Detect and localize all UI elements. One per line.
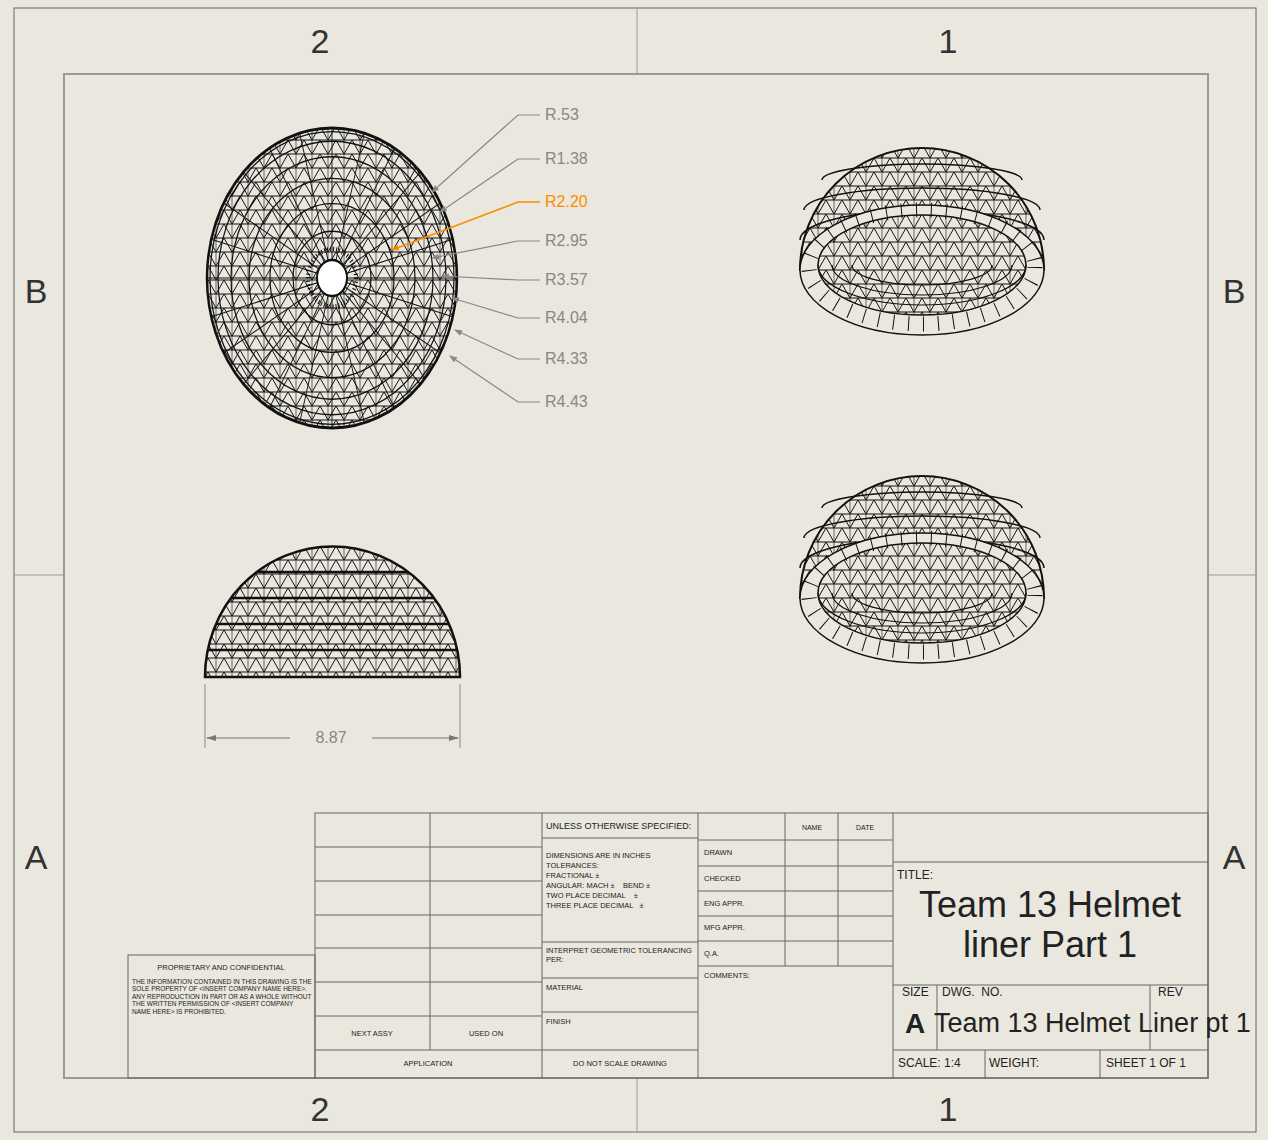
radius-dimension: R4.43 (545, 393, 588, 411)
title-block-field: NAME (802, 824, 822, 832)
title-block-field: FRACTIONAL ± (546, 872, 599, 881)
title-block-field: USED ON (469, 1030, 503, 1039)
zone-marker: 2 (311, 22, 330, 61)
radius-dimension: R.53 (545, 106, 579, 124)
radius-dimension: R4.33 (545, 350, 588, 368)
title-block-field: ANGULAR: MACH ± BEND ± (546, 882, 650, 891)
title-block-field: THREE PLACE DECIMAL ± (546, 902, 644, 911)
title-block-field: NEXT ASSY (351, 1030, 393, 1039)
drawing-title: Team 13 Helmet liner Part 1 (895, 885, 1205, 964)
radius-dimension: R4.04 (545, 309, 588, 327)
zone-marker: 1 (939, 22, 958, 61)
title-block-field: INTERPRET GEOMETRIC TOLERANCING PER: (546, 947, 694, 964)
title-block-field: MATERIAL (546, 984, 583, 993)
zone-marker: A (25, 838, 48, 877)
length-dimension: 8.87 (311, 729, 350, 747)
title-block-field: TWO PLACE DECIMAL ± (546, 892, 638, 901)
title-block-field: SCALE: 1:4 (898, 1057, 961, 1071)
title-block-field: DWG. NO. (942, 986, 1003, 1000)
title-block-field: REV (1158, 986, 1183, 1000)
radius-dimension: R2.95 (545, 232, 588, 250)
title-block-field: THE INFORMATION CONTAINED IN THIS DRAWIN… (132, 978, 312, 1015)
title-block-field: APPLICATION (403, 1060, 452, 1069)
title-block-field: Q.A. (704, 950, 719, 959)
title-block-field: CHECKED (704, 875, 741, 884)
title-block-field: DO NOT SCALE DRAWING (573, 1060, 667, 1069)
title-block-field: DATE (856, 824, 874, 832)
title-block-field: WEIGHT: (989, 1057, 1039, 1071)
zone-marker: 1 (939, 1090, 958, 1129)
radius-dimension: R1.38 (545, 150, 588, 168)
title-block-field: TOLERANCES: (546, 862, 599, 871)
radius-dimension: R3.57 (545, 271, 588, 289)
sheet-size: A (905, 1008, 925, 1040)
title-block-field: COMMENTS: (704, 972, 750, 981)
title-block-field: DRAWN (704, 849, 732, 858)
title-block-field: MFG APPR. (704, 924, 745, 933)
title-block-field: FINISH (546, 1018, 571, 1027)
drawing-number: Team 13 Helmet Liner pt 1 (934, 1008, 1251, 1039)
title-block-field: UNLESS OTHERWISE SPECIFIED: (546, 821, 691, 831)
zone-marker: B (25, 272, 48, 311)
zone-marker: 2 (311, 1090, 330, 1129)
zone-marker: B (1223, 272, 1246, 311)
title-block-field: SIZE (902, 986, 929, 1000)
radius-dimension: R2.20 (545, 193, 588, 211)
title-block-field: DIMENSIONS ARE IN INCHES (546, 852, 651, 861)
zone-marker: A (1223, 838, 1246, 877)
title-block-field: PROPRIETARY AND CONFIDENTIAL (157, 964, 285, 973)
title-block-field: SHEET 1 OF 1 (1106, 1057, 1186, 1071)
title-block-field: ENG APPR. (704, 900, 744, 909)
title-block-field: TITLE: (897, 869, 933, 883)
